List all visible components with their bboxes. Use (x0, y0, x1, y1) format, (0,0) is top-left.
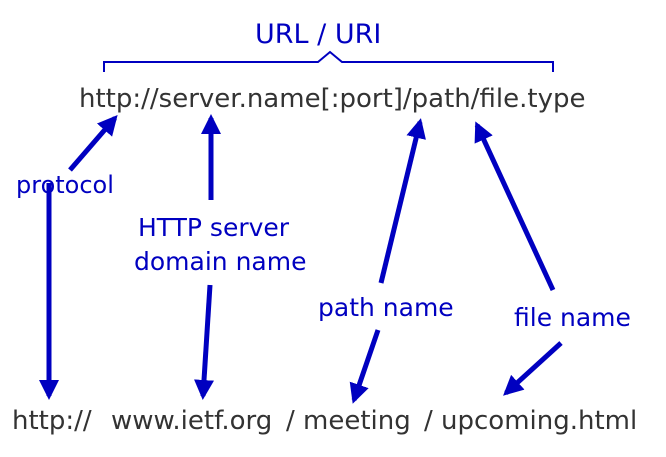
label-file-name: file name (514, 303, 631, 332)
label-path-name: path name (318, 293, 454, 322)
example-file: / upcoming.html (424, 406, 638, 436)
arrow-file-up (474, 121, 556, 292)
arrow-server-down (194, 284, 214, 400)
label-http-server: HTTP server (138, 213, 290, 242)
label-domain-name: domain name (134, 247, 307, 276)
arrow-path-down (349, 329, 381, 404)
url-brace (103, 50, 554, 72)
arrow-protocol-up (68, 114, 118, 172)
diagram-title: URL / URI (255, 19, 382, 50)
arrow-path-up (378, 118, 426, 284)
example-domain: www.ietf.org (111, 406, 273, 436)
url-template: http://server.name[:port]/path/file.type (79, 84, 586, 114)
example-path: / meeting (286, 406, 411, 436)
arrow-file-down (503, 341, 563, 396)
label-protocol: protocol (16, 171, 114, 199)
example-protocol: http:// (12, 406, 92, 436)
